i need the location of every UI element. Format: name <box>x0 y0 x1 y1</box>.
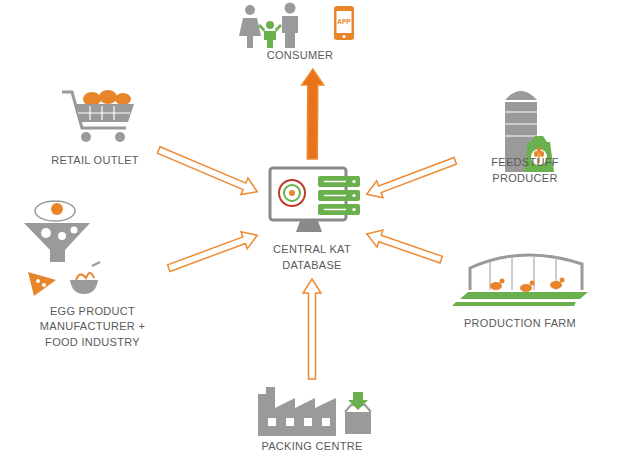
flow-arrow <box>367 230 443 263</box>
database-icon-part <box>352 208 355 211</box>
database-icon-part <box>289 190 295 196</box>
node-label: PRODUCTION FARM <box>464 316 576 331</box>
node-label: FEEDSTUFF PRODUCER <box>462 155 588 186</box>
egg-funnel-icon-part <box>76 273 94 280</box>
retail-node: RETAIL OUTLET <box>35 88 155 170</box>
flow-arrow <box>168 232 258 272</box>
cart-icon-part <box>78 106 130 120</box>
cart-icon-part <box>99 90 117 104</box>
family-icon-part-part <box>266 21 274 29</box>
egg-funnel-icon-part <box>71 227 78 234</box>
factory-icon-part <box>304 418 312 426</box>
database-icon-part <box>296 221 322 232</box>
family-icon-part <box>239 18 261 48</box>
database-icon-part <box>324 182 346 210</box>
family-icon-part <box>245 5 255 15</box>
flow-arrow <box>302 69 324 159</box>
farm-icon-part-part <box>500 279 505 284</box>
factory-icon-part <box>258 387 336 436</box>
phone-icon <box>334 6 354 40</box>
flow-arrow <box>303 279 321 379</box>
node-label: PACKING CENTRE <box>261 439 362 454</box>
node-label: CENTRAL KAT DATABASE <box>265 242 359 273</box>
node-label: RETAIL OUTLET <box>51 153 139 168</box>
farm-icon-part <box>452 292 588 306</box>
family-icon-part <box>258 21 282 48</box>
farm-icon-part-part <box>560 278 565 283</box>
farm-icon-part <box>490 278 565 293</box>
database-icon-part <box>284 185 300 201</box>
egg-funnel-icon-part <box>41 228 51 238</box>
feedstuff-node: FEEDSTUFF PRODUCER <box>459 82 591 188</box>
database-icon-part <box>352 194 355 197</box>
app-label: APP <box>337 19 350 26</box>
phone-icon-part <box>342 35 345 38</box>
database-icon-part <box>279 180 305 206</box>
manufacturer-node: EGG PRODUCT MANUFACTURER + FOOD INDUSTRY <box>20 200 165 352</box>
factory-icon-part <box>345 412 371 434</box>
cart-icon-part <box>115 132 125 142</box>
factory-icon-part <box>268 418 276 426</box>
silo-icon-part <box>534 151 538 157</box>
family-icon-part-part <box>264 31 276 48</box>
egg-funnel-icon-part <box>92 262 100 266</box>
node-label: EGG PRODUCT MANUFACTURER + FOOD INDUSTRY <box>37 304 149 350</box>
farm-icon-part <box>460 292 588 299</box>
cart-icon <box>62 90 134 142</box>
node-label: CONSUMER <box>267 48 334 63</box>
farm-icon-part <box>452 302 576 306</box>
family-icon <box>239 3 298 49</box>
egg-funnel-icon-part <box>35 201 75 221</box>
silo-icon-part <box>505 91 537 100</box>
cart-icon-part <box>83 92 101 106</box>
flow-arrow <box>157 147 257 195</box>
farm-icon-part-part <box>490 282 502 290</box>
egg-funnel-icon-part <box>36 279 40 283</box>
silo-icon-part <box>537 147 541 153</box>
consumer-node: CONSUMER <box>225 2 375 65</box>
factory-icon-part <box>348 392 368 410</box>
cart-icon-part <box>74 104 134 122</box>
silo-icon-part <box>505 112 537 136</box>
flow-arrow <box>367 157 457 197</box>
silo-icon-part <box>531 136 547 142</box>
egg-funnel-icon-part <box>70 280 98 294</box>
cart-icon-part <box>81 132 91 142</box>
egg-funnel-icon-part <box>58 232 66 240</box>
factory-icon <box>258 387 371 436</box>
farm-icon <box>452 255 588 306</box>
family-icon-part <box>282 16 298 48</box>
factory-icon-part <box>322 418 330 426</box>
packing-node: PACKING CENTRE <box>247 383 377 456</box>
phone-icon-part <box>334 6 354 40</box>
database-icon-part <box>352 180 355 183</box>
silo-icon-part <box>540 151 544 157</box>
egg-funnel-icon-part <box>51 203 63 215</box>
egg-funnel-icon-part <box>42 283 46 287</box>
family-icon-part-part <box>275 24 282 32</box>
farm-node: PRODUCTION FARM <box>445 252 595 333</box>
farm-icon-part-part <box>520 284 532 292</box>
phone-icon-part <box>337 11 352 33</box>
farm-icon-part-part <box>530 281 535 286</box>
egg-funnel-icon-part <box>24 223 90 262</box>
database-node: CENTRAL KAT DATABASE <box>261 163 363 275</box>
family-icon-part-part <box>258 24 265 32</box>
cart-icon-part <box>115 93 131 105</box>
egg-funnel-icon-part <box>28 272 56 296</box>
database-icon <box>270 168 360 232</box>
egg-funnel-icon <box>24 201 100 296</box>
farm-icon-part-part <box>550 281 562 289</box>
family-icon-part <box>285 3 296 14</box>
factory-icon-part <box>286 418 294 426</box>
